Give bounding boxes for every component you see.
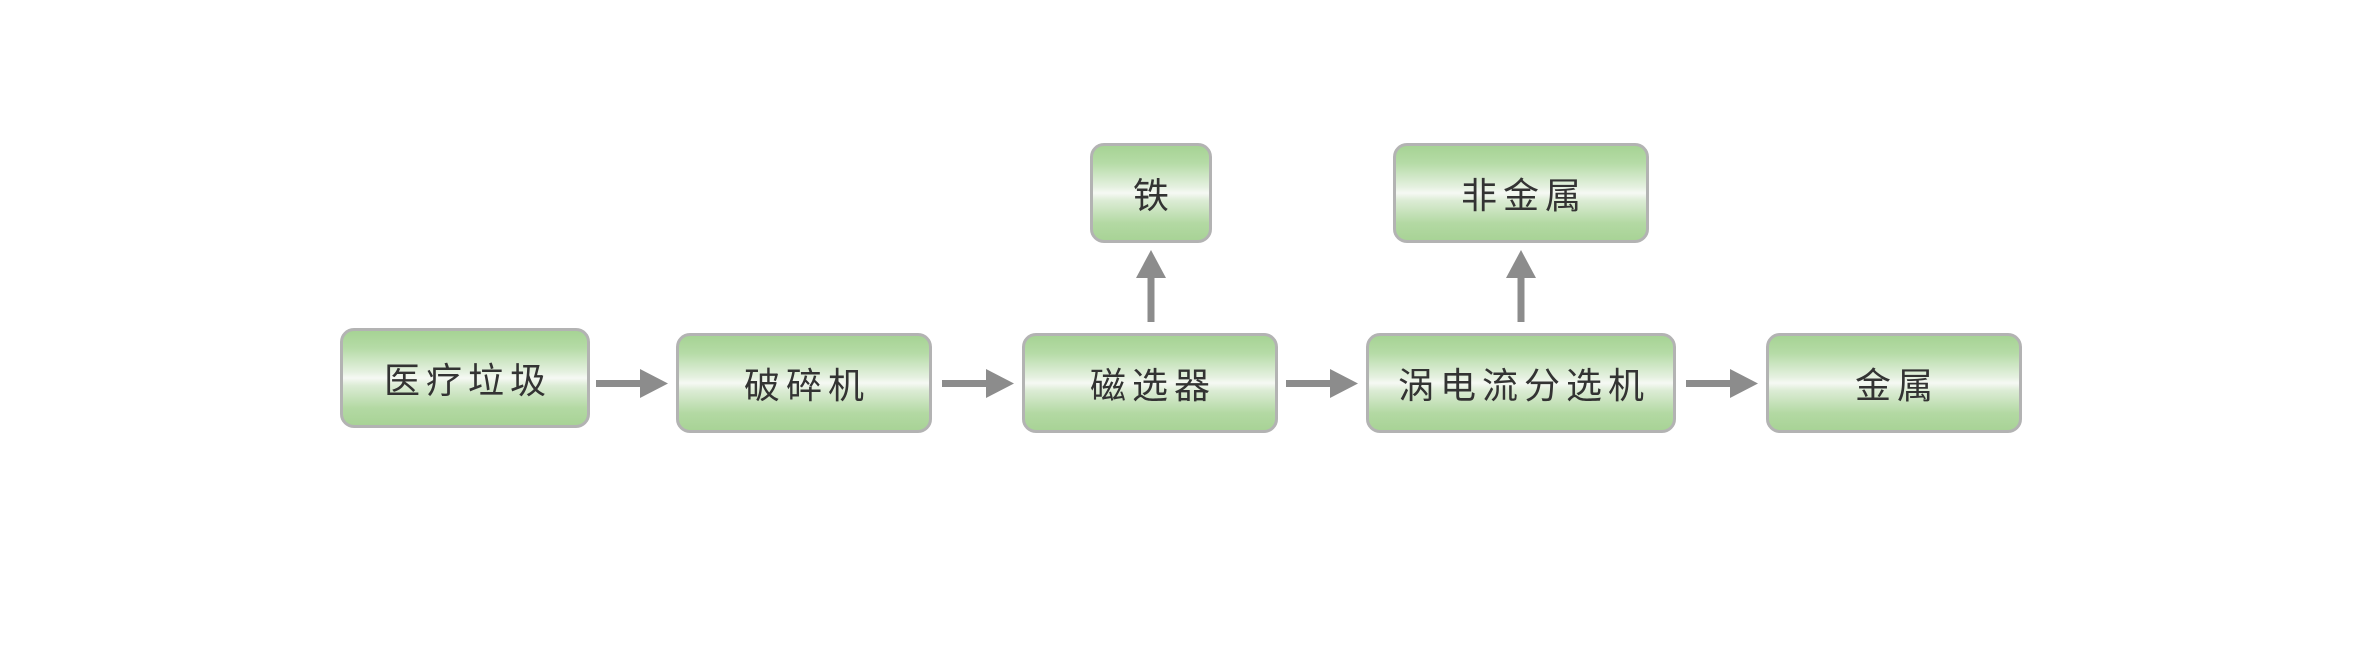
node-magnetic-separator: 磁选器: [1022, 333, 1278, 433]
node-metal-label: 金属: [1854, 366, 1939, 407]
node-non-metal-label: 非金属: [1460, 176, 1587, 217]
arrow-waste-to-shredder: [596, 369, 668, 398]
node-non-metal: 非金属: [1393, 143, 1649, 243]
arrow-shredder-to-magnetic: [942, 369, 1014, 398]
node-medical-waste: 医疗垃圾: [340, 328, 590, 428]
node-metal: 金属: [1766, 333, 2022, 433]
node-shredder: 破碎机: [676, 333, 932, 433]
node-eddy-current-separator: 涡电流分选机: [1366, 333, 1676, 433]
node-iron-label: 铁: [1132, 176, 1175, 217]
node-eddy-current-separator-label: 涡电流分选机: [1397, 366, 1650, 407]
arrow-magnetic-to-iron: [1136, 250, 1166, 322]
node-magnetic-separator-label: 磁选器: [1089, 366, 1216, 407]
node-iron: 铁: [1090, 143, 1212, 243]
arrow-eddy-to-metal: [1686, 369, 1758, 398]
node-medical-waste-label: 医疗垃圾: [383, 361, 552, 402]
node-shredder-label: 破碎机: [743, 366, 870, 407]
arrow-magnetic-to-eddy: [1286, 369, 1358, 398]
arrow-eddy-to-non-metal: [1506, 250, 1536, 322]
